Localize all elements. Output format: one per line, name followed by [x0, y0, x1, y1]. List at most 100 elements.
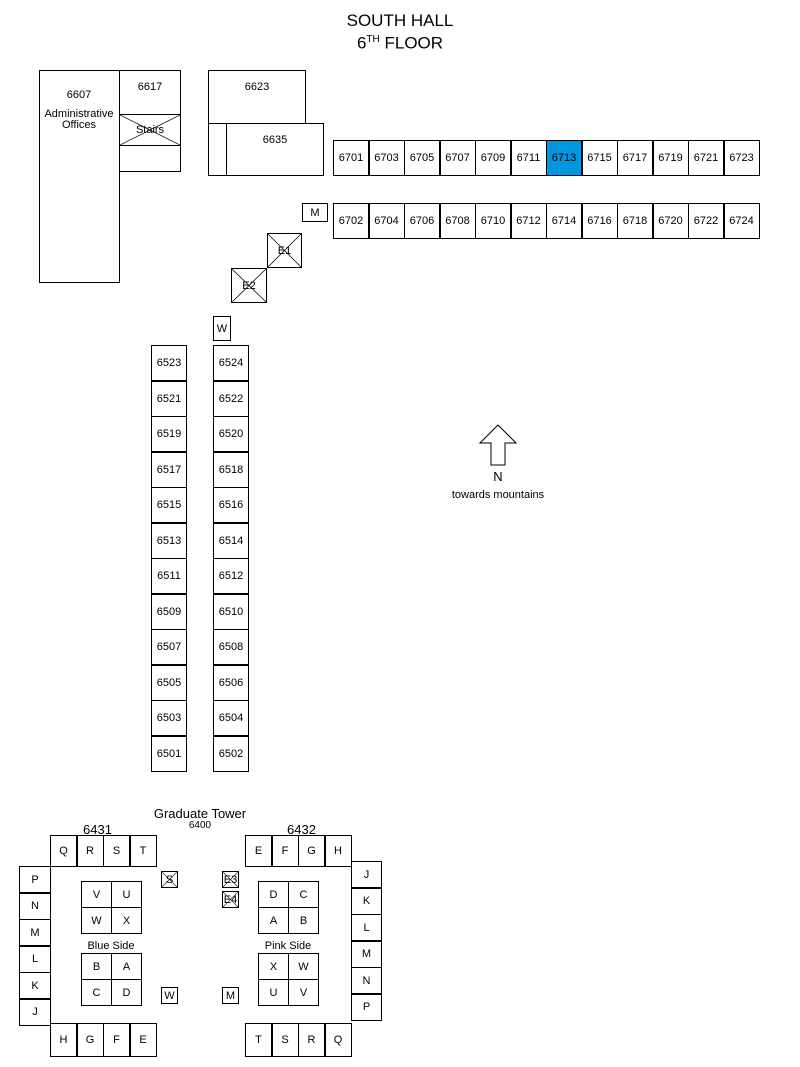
room-6515[interactable]: 6515: [151, 487, 187, 523]
tower-6431-bottom-F[interactable]: F: [103, 1023, 130, 1057]
tower-6431-blue-U[interactable]: U: [111, 881, 142, 908]
tower-6432-pink-B[interactable]: B: [288, 907, 319, 934]
room-6714[interactable]: 6714: [546, 203, 582, 239]
room-6712[interactable]: 6712: [510, 203, 547, 239]
room-6705[interactable]: 6705: [404, 140, 440, 176]
room-6713[interactable]: 6713: [546, 140, 582, 176]
room-6707[interactable]: 6707: [439, 140, 476, 176]
room-6508[interactable]: 6508: [213, 629, 249, 665]
tower-restroom-w[interactable]: W: [161, 987, 178, 1004]
room-6511[interactable]: 6511: [151, 558, 187, 594]
room-6523[interactable]: 6523: [151, 345, 187, 381]
tower-6432-bottom-S[interactable]: S: [271, 1023, 299, 1057]
tower-6431-left-L[interactable]: L: [19, 945, 51, 973]
room-6516[interactable]: 6516: [213, 487, 249, 523]
room-6715[interactable]: 6715: [581, 140, 618, 176]
elevator-e2[interactable]: E2: [231, 268, 267, 303]
tower-6432-bottom-Q[interactable]: Q: [324, 1023, 352, 1057]
room-6509[interactable]: 6509: [151, 593, 187, 630]
tower-elevator-e4[interactable]: E4: [222, 891, 239, 908]
room-6710[interactable]: 6710: [475, 203, 511, 239]
room-6521[interactable]: 6521: [151, 380, 187, 417]
room-6709[interactable]: 6709: [475, 140, 511, 176]
tower-6432-top-H[interactable]: H: [324, 835, 352, 867]
room-6617[interactable]: 6617: [119, 70, 181, 115]
room-6607[interactable]: [39, 70, 120, 283]
room-6507[interactable]: 6507: [151, 629, 187, 665]
tower-6432-right-M[interactable]: M: [351, 940, 382, 968]
restroom-m-north[interactable]: M: [302, 203, 328, 222]
tower-6432-pink-U[interactable]: U: [258, 979, 289, 1006]
tower-6431-top-Q[interactable]: Q: [50, 835, 77, 867]
room-6716[interactable]: 6716: [581, 203, 618, 239]
tower-restroom-m[interactable]: M: [222, 987, 239, 1004]
room-6718[interactable]: 6718: [617, 203, 653, 239]
tower-6432-right-P[interactable]: P: [351, 993, 382, 1021]
room-6706[interactable]: 6706: [404, 203, 440, 239]
room-6501[interactable]: 6501: [151, 735, 187, 772]
room-6701[interactable]: 6701: [333, 140, 369, 176]
room-6723[interactable]: 6723: [723, 140, 760, 176]
room-6722[interactable]: 6722: [688, 203, 724, 239]
room-6724[interactable]: 6724: [723, 203, 760, 239]
tower-6432-right-L[interactable]: L: [351, 914, 382, 941]
tower-6432-pink-D[interactable]: D: [258, 881, 289, 908]
room-6510[interactable]: 6510: [213, 593, 249, 630]
tower-6431-left-M[interactable]: M: [19, 919, 51, 946]
tower-stairs-s[interactable]: S: [161, 871, 178, 888]
room-6719[interactable]: 6719: [652, 140, 689, 176]
tower-6432-right-N[interactable]: N: [351, 967, 382, 994]
tower-6432-bottom-T[interactable]: T: [245, 1023, 272, 1057]
tower-6431-left-P[interactable]: P: [19, 866, 51, 893]
tower-6432-pink-X[interactable]: X: [258, 953, 289, 980]
room-6504[interactable]: 6504: [213, 700, 249, 736]
tower-6432-top-F[interactable]: F: [271, 835, 299, 867]
room-6635[interactable]: 6635: [226, 123, 324, 176]
tower-6432-right-J[interactable]: J: [351, 861, 382, 888]
restroom-w-south[interactable]: W: [213, 316, 231, 341]
room-6717[interactable]: 6717: [617, 140, 653, 176]
room-6711[interactable]: 6711: [510, 140, 547, 176]
tower-6431-blue-A[interactable]: A: [111, 953, 142, 980]
tower-6431-top-S[interactable]: S: [103, 835, 130, 867]
room-6503[interactable]: 6503: [151, 700, 187, 736]
tower-6432-pink-C[interactable]: C: [288, 881, 319, 908]
room-6512[interactable]: 6512: [213, 558, 249, 594]
tower-6431-blue-W[interactable]: W: [81, 907, 112, 934]
tower-6432-bottom-R[interactable]: R: [298, 1023, 325, 1057]
tower-6432-top-E[interactable]: E: [245, 835, 272, 867]
tower-6432-pink-W[interactable]: W: [288, 953, 319, 980]
room-6517[interactable]: 6517: [151, 451, 187, 488]
tower-6431-top-T[interactable]: T: [129, 835, 157, 867]
room-6506[interactable]: 6506: [213, 664, 249, 701]
tower-6432-top-G[interactable]: G: [298, 835, 325, 867]
tower-6431-bottom-H[interactable]: H: [50, 1023, 77, 1057]
tower-6431-left-J[interactable]: J: [19, 998, 51, 1026]
room-6502[interactable]: 6502: [213, 735, 249, 772]
tower-6432-right-K[interactable]: K: [351, 887, 382, 915]
tower-6431-left-K[interactable]: K: [19, 972, 51, 999]
tower-6431-blue-C[interactable]: C: [81, 979, 112, 1006]
tower-6431-blue-V[interactable]: V: [81, 881, 112, 908]
room-6518[interactable]: 6518: [213, 451, 249, 488]
room-6514[interactable]: 6514: [213, 522, 249, 559]
elevator-e1[interactable]: E1: [267, 233, 302, 268]
room-6721[interactable]: 6721: [688, 140, 724, 176]
room-6704[interactable]: 6704: [368, 203, 405, 239]
room-6524[interactable]: 6524: [213, 345, 249, 381]
tower-6432-pink-A[interactable]: A: [258, 907, 289, 934]
room-6522[interactable]: 6522: [213, 380, 249, 417]
tower-6431-blue-X[interactable]: X: [111, 907, 142, 934]
tower-6431-bottom-E[interactable]: E: [129, 1023, 157, 1057]
tower-6431-top-R[interactable]: R: [76, 835, 104, 867]
room-6720[interactable]: 6720: [652, 203, 689, 239]
room-6708[interactable]: 6708: [439, 203, 476, 239]
room-6519[interactable]: 6519: [151, 416, 187, 452]
tower-elevator-e3[interactable]: E3: [222, 871, 239, 888]
room-6702[interactable]: 6702: [333, 203, 369, 239]
tower-6432-pink-V[interactable]: V: [288, 979, 319, 1006]
room-6623[interactable]: 6623: [208, 70, 306, 124]
room-6513[interactable]: 6513: [151, 522, 187, 559]
tower-6431-left-N[interactable]: N: [19, 892, 51, 920]
room-6520[interactable]: 6520: [213, 416, 249, 452]
